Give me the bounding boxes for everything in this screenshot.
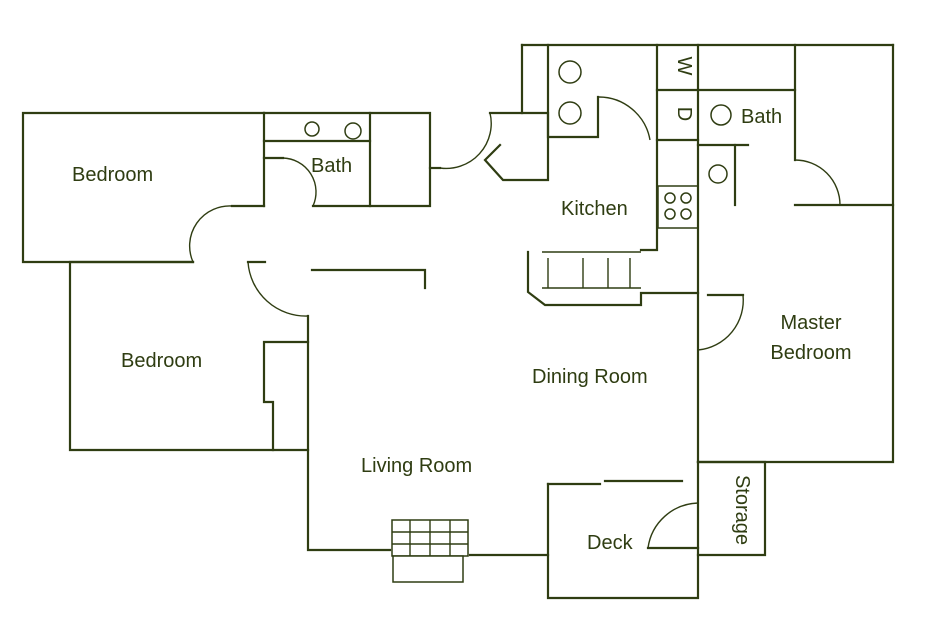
- entry-closet-walls: [483, 111, 550, 182]
- toilet-icon: [708, 164, 728, 184]
- room-label-living: Living Room: [361, 455, 472, 477]
- room-label-dining: Dining Room: [532, 366, 648, 388]
- room-label-bath-right: Bath: [741, 106, 782, 128]
- bedroom-lower-door-swing: [247, 261, 309, 317]
- room-label-kitchen: Kitchen: [561, 198, 628, 220]
- toilet-icon: [304, 121, 320, 137]
- room-label-bedroom-lower: Bedroom: [121, 350, 202, 372]
- bedroom-lower-left-walls: [68, 260, 310, 452]
- bedroom-upper-left-walls: [21, 111, 266, 264]
- laundry-closet: [655, 43, 700, 464]
- dryer-label: D: [673, 107, 695, 121]
- kitchen-walls: [520, 43, 895, 252]
- room-label-storage: Storage: [731, 475, 753, 545]
- deck-walls: [546, 460, 700, 600]
- room-label-master-1: Master: [780, 312, 841, 334]
- bath-right-walls: [696, 43, 797, 207]
- entry-door-swing: [439, 112, 492, 170]
- room-label-deck: Deck: [587, 532, 634, 554]
- kitchen-pantry-door-swing: [597, 96, 651, 141]
- burner-icon: [558, 60, 582, 84]
- deck-door-swing: [647, 502, 699, 549]
- living-room-walls: [306, 268, 550, 557]
- room-label-bedroom-upper: Bedroom: [72, 164, 153, 186]
- bedroom-upper-door-swing: [188, 205, 233, 263]
- stove-icon: [657, 185, 699, 229]
- fireplace-icon: [391, 519, 469, 583]
- master-door-swing: [697, 294, 744, 351]
- room-label-master-2: Bedroom: [770, 342, 851, 364]
- room-label-bath-left: Bath: [311, 155, 352, 177]
- bath-left-door-swing: [282, 157, 317, 207]
- bath-right-door-swing: [794, 159, 841, 206]
- sink-icon: [710, 104, 732, 126]
- sink-icon: [344, 122, 362, 140]
- storage-walls: [696, 460, 767, 557]
- burner-icon: [558, 101, 582, 125]
- kitchen-counter-bar: [526, 250, 700, 307]
- bath-left-walls: [262, 111, 432, 208]
- washer-label: W: [673, 57, 695, 76]
